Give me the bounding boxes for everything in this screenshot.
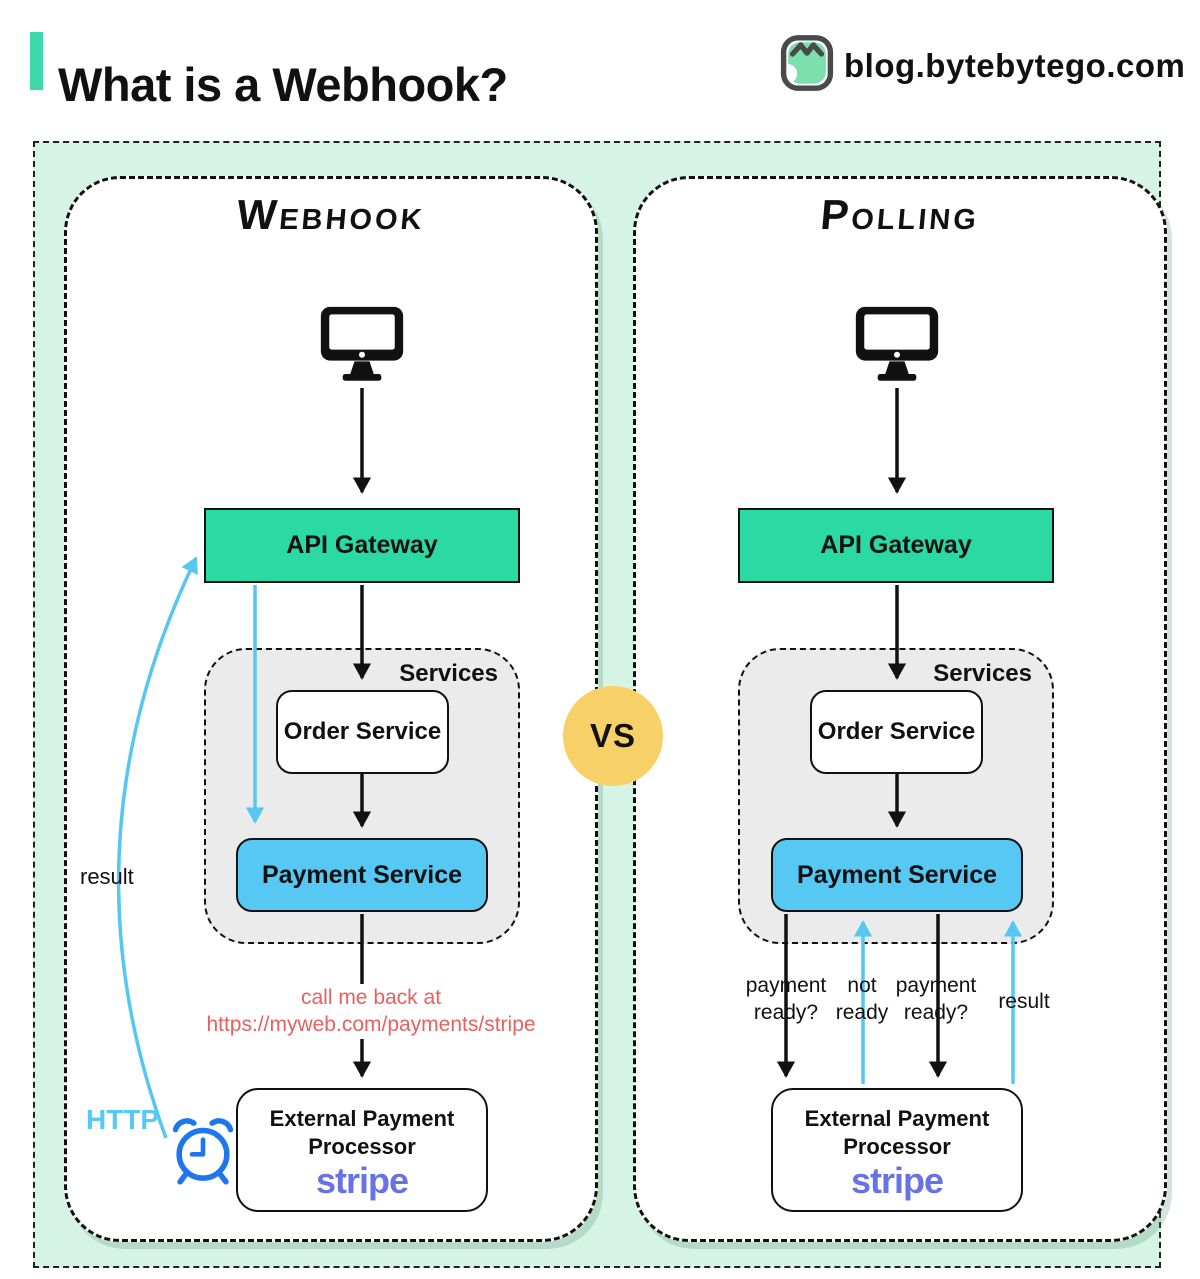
payment-service-box: Payment Service xyxy=(771,838,1023,912)
order-service-box: Order Service xyxy=(810,690,983,774)
callback-url-annotation: call me back at https://myweb.com/paymen… xyxy=(178,984,564,1039)
panel-polling-title: Polling xyxy=(818,191,982,238)
order-service-box: Order Service xyxy=(276,690,449,774)
api-gateway-box: API Gateway xyxy=(204,508,520,583)
flow-label-payment-ready-1: payment ready? xyxy=(745,974,827,1025)
desktop-computer-icon xyxy=(320,306,404,388)
bytebytego-owl-icon xyxy=(777,34,834,97)
brand: blog.bytebytego.com xyxy=(777,34,1186,97)
external-processor-label: External Payment Processor xyxy=(804,1105,990,1160)
api-gateway-box: API Gateway xyxy=(738,508,1054,583)
services-group-label: Services xyxy=(399,660,498,687)
external-payment-processor-box: External Payment Processor stripe xyxy=(236,1088,488,1212)
alarm-clock-icon xyxy=(170,1114,236,1191)
external-payment-processor-box: External Payment Processor stripe xyxy=(771,1088,1023,1212)
flow-label-not-ready: not ready xyxy=(835,974,889,1025)
flow-label-payment-ready-2: payment ready? xyxy=(895,974,977,1025)
stripe-logo: stripe xyxy=(315,1159,409,1201)
desktop-computer-icon xyxy=(855,306,939,388)
stripe-logo: stripe xyxy=(850,1159,944,1201)
panel-webhook-title: Webhook xyxy=(235,191,428,238)
title-accent-bar xyxy=(30,32,43,90)
payment-service-box: Payment Service xyxy=(236,838,488,912)
vs-badge: VS xyxy=(563,686,663,786)
result-arrow-label: result xyxy=(80,864,134,889)
site-url: blog.bytebytego.com xyxy=(844,46,1186,84)
page-title: What is a Webhook? xyxy=(58,58,508,112)
external-processor-label: External Payment Processor xyxy=(269,1105,455,1160)
http-label: HTTP xyxy=(86,1104,160,1135)
flow-label-result: result xyxy=(998,990,1050,1013)
services-group-label: Services xyxy=(933,660,1032,687)
